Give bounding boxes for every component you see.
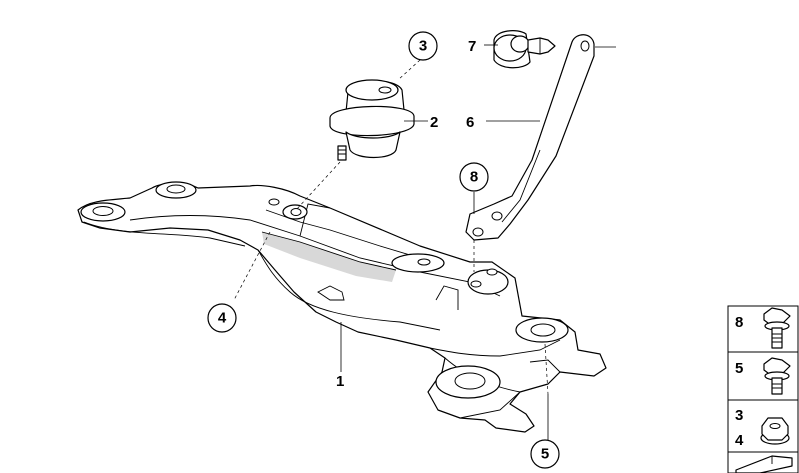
callout-8: 8 <box>459 162 489 192</box>
mount-pad <box>435 365 501 399</box>
callout-6: 6 <box>466 114 474 131</box>
svg-text:5: 5 <box>541 446 549 463</box>
mount-pad <box>467 268 509 295</box>
crossmember-part <box>77 181 607 433</box>
svg-text:3: 3 <box>735 407 743 424</box>
mount-pad <box>268 198 308 220</box>
mount-pad <box>80 202 126 222</box>
svg-text:4: 4 <box>218 310 227 327</box>
fastener-legend: 8 5 3 4 <box>727 305 799 473</box>
callout-4: 4 <box>207 303 237 333</box>
bushing-part <box>493 30 556 69</box>
callout-5: 5 <box>530 439 560 469</box>
svg-text:8: 8 <box>735 314 743 331</box>
svg-text:6: 6 <box>466 114 474 131</box>
mount-pad <box>515 317 569 343</box>
flange-bolt-icon <box>763 307 791 349</box>
callout-1: 1 <box>336 373 344 390</box>
svg-text:1: 1 <box>336 373 344 390</box>
legend-row-8: 8 <box>735 307 791 349</box>
rubber-mount-part <box>329 79 415 161</box>
legend-row-5: 5 <box>735 357 791 395</box>
svg-text:7: 7 <box>468 38 476 55</box>
hex-nut-icon <box>760 417 790 445</box>
callout-3: 3 <box>408 31 438 61</box>
svg-text:2: 2 <box>430 114 438 131</box>
shim-icon <box>735 455 793 473</box>
leader-lines <box>233 44 616 440</box>
svg-text:5: 5 <box>735 360 743 377</box>
hex-bolt-icon <box>763 357 791 395</box>
svg-text:3: 3 <box>419 38 427 55</box>
mount-pad <box>155 181 197 199</box>
legend-row-3-4: 3 4 <box>735 407 790 449</box>
svg-text:8: 8 <box>470 169 478 186</box>
callout-7: 7 <box>468 38 476 55</box>
mount-pad <box>391 253 445 273</box>
bracket-part <box>465 34 595 241</box>
callout-2: 2 <box>430 114 438 131</box>
svg-text:4: 4 <box>735 432 744 449</box>
